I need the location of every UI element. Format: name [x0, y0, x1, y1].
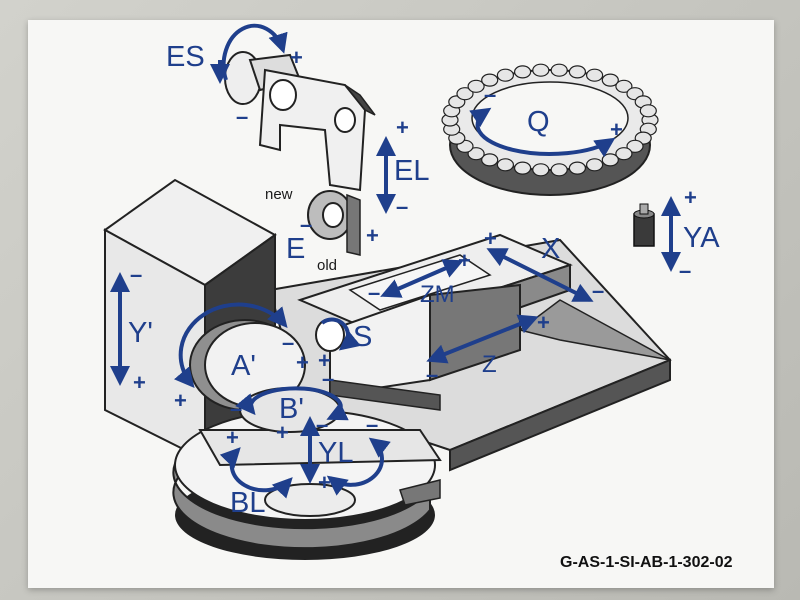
pivot-2: [334, 107, 356, 133]
sign-bl-minus-right: –: [366, 412, 378, 437]
sign-y-prime-plus: +: [133, 370, 146, 395]
el-arm-edge: [344, 84, 376, 116]
table-side: [172, 452, 431, 550]
q-ring-tooth: [481, 73, 499, 87]
axis-arrows: [110, 23, 681, 499]
label-new: new: [265, 186, 293, 203]
label-q: Q: [527, 106, 550, 138]
pivot-1: [269, 79, 297, 111]
table-clamp: [399, 479, 441, 506]
sign-bl-plus-left: +: [226, 425, 239, 450]
sign-es-minus: –: [236, 104, 248, 129]
sign-yl-plus: +: [318, 470, 331, 495]
q-ring-tooth: [550, 63, 568, 77]
q-ring-tooth: [568, 161, 587, 175]
sign-el-plus: +: [396, 115, 409, 140]
sign-a-plus-right: +: [318, 348, 331, 373]
sign-ya-plus: +: [684, 185, 697, 210]
q-ring-tooth: [513, 65, 532, 79]
sign-es-plus: +: [290, 45, 303, 70]
e-wheel-post: [346, 193, 361, 256]
q-ring-tooth: [467, 79, 485, 93]
sign-s-plus: +: [296, 350, 309, 375]
machine-base-side: [449, 358, 671, 472]
e-wheel-hub: [322, 202, 344, 228]
a-prime-rotation-arrow: [174, 302, 288, 389]
sign-e-plus: +: [366, 223, 379, 248]
part-code: G-AS-1-SI-AB-1-302-02: [560, 554, 733, 571]
q-ring-teeth: [441, 63, 659, 177]
sign-zm-plus: +: [458, 248, 471, 273]
q-rotation-arrow: [469, 107, 616, 158]
label-es: ES: [166, 41, 205, 73]
q-ring-tooth: [615, 79, 633, 93]
label-e: E: [286, 233, 305, 265]
sign-q-plus: +: [610, 117, 623, 142]
sign-ya-minus: –: [679, 258, 691, 283]
sign-b-prime-plus: +: [276, 420, 289, 445]
q-ring-tooth: [532, 63, 550, 77]
label-s: S: [353, 321, 372, 353]
q-ring-tooth: [639, 104, 657, 118]
x-arrow: [486, 248, 594, 302]
sign-b-prime-minus: –: [230, 396, 242, 421]
sign-a-prime-plus: +: [174, 388, 187, 413]
sign-a-minus-right: –: [322, 366, 334, 391]
ya-pin: [639, 203, 649, 215]
q-ring-tooth: [496, 158, 514, 172]
z-arrow: [426, 314, 539, 364]
q-ring-tooth: [585, 68, 604, 82]
q-ring-tooth: [513, 161, 532, 175]
label-old: old: [317, 257, 337, 274]
slide-rail: [329, 379, 441, 411]
label-z: Z: [482, 351, 497, 378]
label-yl: YL: [318, 437, 353, 469]
label-x: X: [541, 233, 560, 265]
sign-zm-minus: –: [368, 280, 380, 305]
sign-el-minus: –: [396, 194, 408, 219]
q-ring-tooth: [626, 139, 644, 153]
label-el: EL: [394, 155, 429, 187]
q-ring-tooth: [532, 163, 550, 177]
label-bl: BL: [230, 487, 265, 519]
b-prime-rotation-arrow: [235, 386, 349, 421]
q-ring-tooth: [568, 65, 587, 79]
sign-q-minus: –: [484, 82, 496, 107]
s-rotation-arrow: [320, 317, 361, 351]
sign-z-plus: +: [537, 310, 550, 335]
sign-x-plus: +: [484, 226, 497, 251]
sign-yl-minus: –: [316, 412, 328, 437]
q-ring-tooth: [615, 147, 633, 161]
zm-arrow: [380, 259, 464, 298]
q-ring-tooth: [601, 153, 619, 167]
label-y-prime: Y': [128, 317, 153, 349]
q-ring-tooth: [496, 68, 514, 82]
q-ring-tooth: [550, 163, 568, 177]
bl-left-arrow: [219, 447, 293, 499]
es-rotation-arrow: [221, 23, 288, 81]
label-zm: ZM: [420, 281, 455, 308]
label-b-prime: B': [279, 393, 304, 425]
sign-s-minus: –: [282, 330, 294, 355]
q-ring-tooth: [585, 158, 604, 172]
ya-cylinder: [633, 213, 655, 247]
bl-right-arrow: [326, 437, 391, 496]
q-ring-tooth: [456, 87, 474, 101]
sign-x-minus: –: [592, 278, 604, 303]
sign-e-minus: –: [300, 212, 312, 237]
sign-y-prime-minus: –: [130, 262, 142, 287]
label-ya: YA: [683, 222, 720, 254]
label-a-prime: A': [231, 350, 256, 382]
q-ring-tooth: [601, 73, 619, 87]
sign-z-minus: –: [426, 362, 438, 387]
